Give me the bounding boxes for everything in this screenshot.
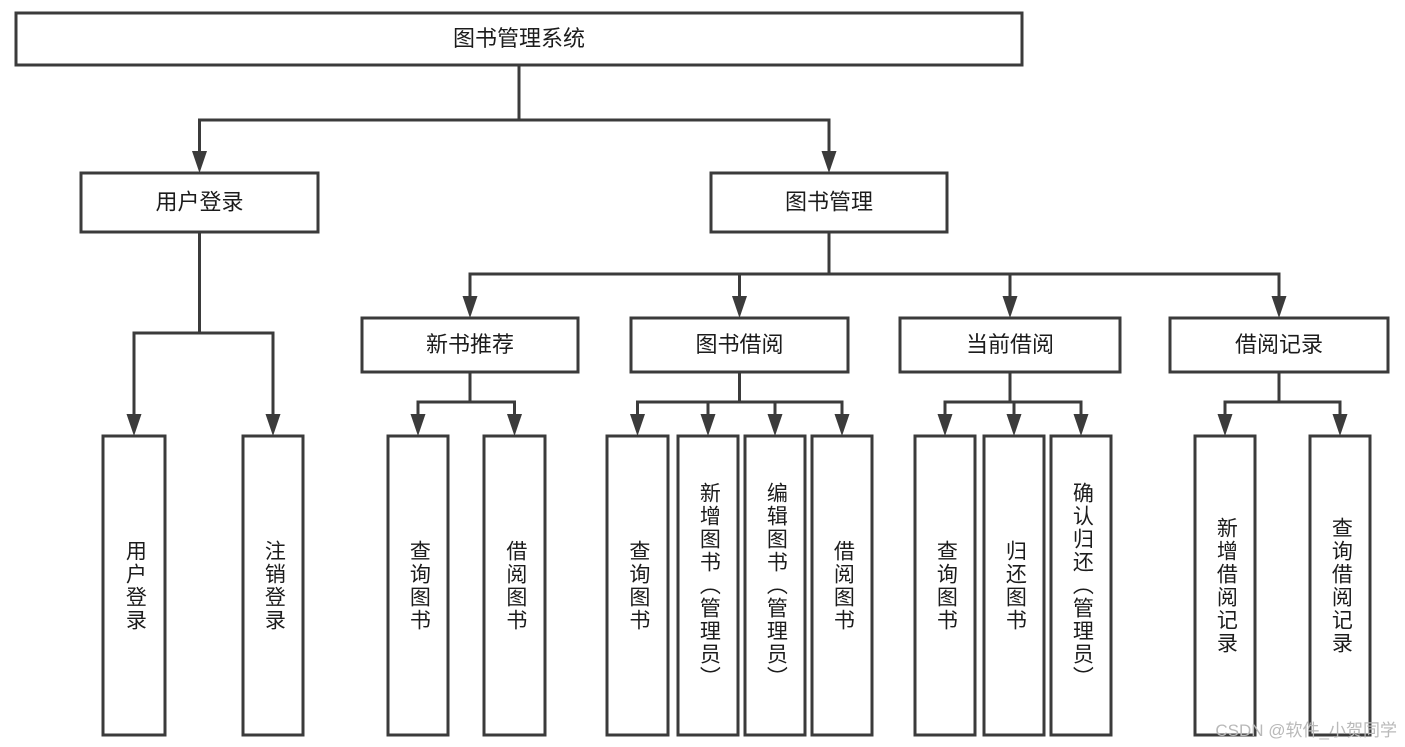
edge-arrowhead (1073, 414, 1089, 436)
node-l3_1[interactable]: 图书借阅 (629, 316, 850, 374)
node-leaf_0[interactable] (101, 434, 167, 737)
edge-arrowhead (462, 296, 478, 318)
node-box[interactable] (79, 171, 320, 234)
edge-arrowhead (732, 296, 747, 318)
node-leaf_11[interactable] (1193, 434, 1257, 737)
node-leaf_4[interactable] (605, 434, 670, 737)
node-box[interactable] (1193, 434, 1257, 737)
node-box[interactable] (676, 434, 740, 737)
node-leaf_2[interactable] (386, 434, 450, 737)
node-leaf_10[interactable] (1049, 434, 1113, 737)
edge-arrowhead (410, 414, 426, 436)
csdn-watermark: CSDN @软件_小贺同学 (1215, 721, 1397, 740)
node-box[interactable] (1308, 434, 1372, 737)
edge-arrowhead (767, 414, 783, 436)
edge-layer (126, 63, 1348, 436)
edge-arrowhead (937, 414, 953, 436)
node-root[interactable]: 图书管理系统 (14, 11, 1024, 67)
node-l2_0[interactable]: 用户登录 (79, 171, 320, 234)
node-box[interactable] (982, 434, 1046, 737)
node-l3_0[interactable]: 新书推荐 (360, 316, 580, 374)
node-label: 当前借阅 (966, 332, 1054, 357)
node-box[interactable] (1168, 316, 1390, 374)
edge-arrowhead (265, 414, 281, 436)
node-box[interactable] (360, 316, 580, 374)
node-label: 图书管理系统 (453, 26, 585, 51)
edge-arrowhead (700, 414, 716, 436)
node-box[interactable] (1049, 434, 1113, 737)
node-box[interactable] (14, 11, 1024, 67)
node-box[interactable] (605, 434, 670, 737)
node-leaf_6[interactable] (743, 434, 807, 737)
node-box[interactable] (898, 316, 1122, 374)
node-l2_1[interactable]: 图书管理 (709, 171, 949, 234)
node-label: 图书借阅 (695, 332, 783, 357)
node-box[interactable] (386, 434, 450, 737)
edge-arrowhead (126, 414, 142, 436)
node-leaf_12[interactable] (1308, 434, 1372, 737)
edge-arrowhead (1002, 296, 1018, 318)
edge-arrowhead (1006, 414, 1022, 436)
node-box[interactable] (913, 434, 977, 737)
edge-arrowhead (1217, 414, 1233, 436)
node-label: 新书推荐 (426, 332, 514, 357)
edge-arrowhead (507, 414, 522, 436)
node-box[interactable] (810, 434, 874, 737)
node-l3_2[interactable]: 当前借阅 (898, 316, 1122, 374)
node-label: 图书管理 (785, 189, 873, 214)
edge-arrowhead (192, 151, 207, 173)
node-leaf_5[interactable] (676, 434, 740, 737)
node-box[interactable] (629, 316, 850, 374)
node-box[interactable] (743, 434, 807, 737)
node-label: 用户登录 (155, 189, 243, 214)
edge-arrowhead (821, 151, 837, 173)
node-leaf_1[interactable] (241, 434, 305, 737)
node-leaf_8[interactable] (913, 434, 977, 737)
node-leaf_9[interactable] (982, 434, 1046, 737)
node-l3_3[interactable]: 借阅记录 (1168, 316, 1390, 374)
edge-arrowhead (1271, 296, 1287, 318)
node-label: 借阅记录 (1235, 332, 1323, 357)
edge-arrowhead (630, 414, 645, 436)
node-box[interactable] (241, 434, 305, 737)
node-leaf_3[interactable] (482, 434, 547, 737)
node-box[interactable] (709, 171, 949, 234)
node-box[interactable] (101, 434, 167, 737)
edge-arrowhead (1332, 414, 1348, 436)
node-box[interactable] (482, 434, 547, 737)
edge-arrowhead (834, 414, 850, 436)
node-leaf_7[interactable] (810, 434, 874, 737)
